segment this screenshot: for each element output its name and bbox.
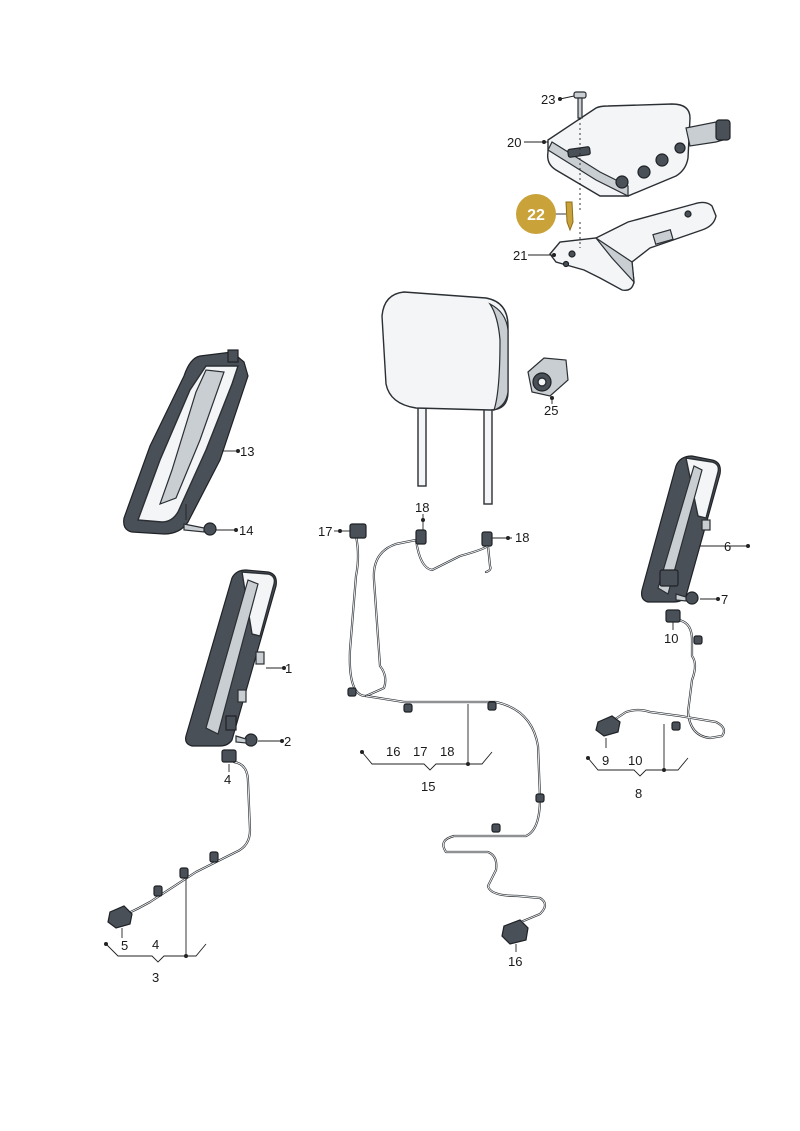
wiring-harness-15[interactable] xyxy=(347,523,547,945)
label-23: 23 xyxy=(541,92,555,107)
label-25: 25 xyxy=(544,403,558,418)
screw-7[interactable] xyxy=(675,591,699,605)
label-9: 9 xyxy=(602,753,609,768)
label-1: 1 xyxy=(285,661,292,676)
leader-lines xyxy=(104,95,750,963)
label-18-top: 18 xyxy=(415,500,429,515)
label-17-top: 17 xyxy=(318,524,332,539)
side-airbag-1[interactable] xyxy=(185,569,277,747)
label-2: 2 xyxy=(284,734,291,749)
side-airbag-6[interactable] xyxy=(641,455,721,603)
label-21: 21 xyxy=(513,248,527,263)
label-13: 13 xyxy=(240,444,254,459)
screw-23[interactable] xyxy=(573,91,587,212)
label-14: 14 xyxy=(239,523,253,538)
label-22: 22 xyxy=(527,207,545,224)
screw-14[interactable] xyxy=(183,504,217,536)
part-22-highlight-badge[interactable]: 22 xyxy=(516,194,556,234)
nut-22[interactable] xyxy=(565,201,581,248)
connector-25[interactable] xyxy=(527,357,569,404)
label-18-bracket: 18 xyxy=(440,744,454,759)
headrest[interactable] xyxy=(381,291,509,505)
airbag-module-20[interactable] xyxy=(546,103,731,197)
label-7: 7 xyxy=(721,592,728,607)
label-17-bracket: 17 xyxy=(413,744,427,759)
wiring-harness-3[interactable] xyxy=(107,749,252,929)
bracket-21[interactable] xyxy=(549,201,717,292)
label-8: 8 xyxy=(635,786,642,801)
label-18-right: 18 xyxy=(515,530,529,545)
label-16-bottom: 16 xyxy=(508,954,522,969)
screw-2[interactable] xyxy=(235,733,258,747)
label-20: 20 xyxy=(507,135,521,150)
side-cover-13[interactable] xyxy=(123,349,249,535)
wiring-harness-8[interactable] xyxy=(595,609,726,740)
label-16-bracket: 16 xyxy=(386,744,400,759)
label-15: 15 xyxy=(421,779,435,794)
label-10-bracket: 10 xyxy=(628,753,642,768)
label-6: 6 xyxy=(724,539,731,554)
label-5: 5 xyxy=(121,938,128,953)
label-4-top: 4 xyxy=(224,772,231,787)
label-4-bracket: 4 xyxy=(152,937,159,952)
label-3: 3 xyxy=(152,970,159,985)
label-10-top: 10 xyxy=(664,631,678,646)
part-labels: 23 20 21 25 13 14 17 18 18 6 7 10 1 2 4 … xyxy=(121,92,731,985)
